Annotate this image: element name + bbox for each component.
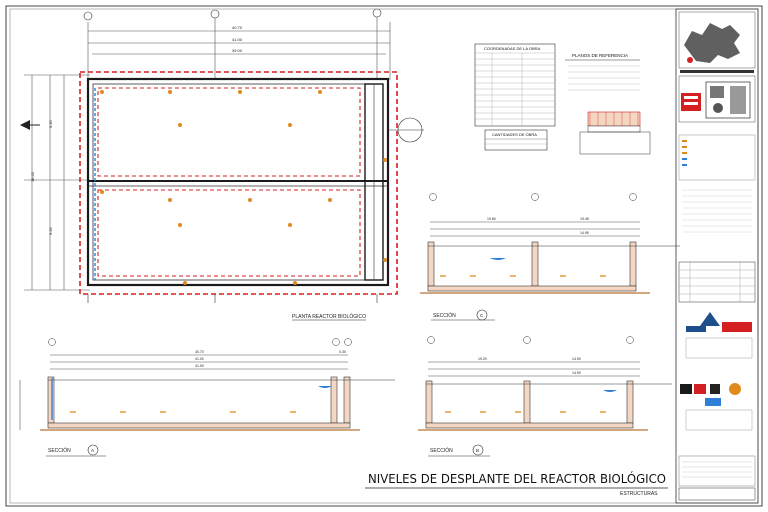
sec-a-letter: A: [91, 448, 94, 453]
section-a: 40.70 41.00 41.00 0.30 SECCIÓN A: [19, 338, 395, 457]
sec-b-dim-3: 14.90: [572, 371, 581, 375]
sec-c-letter: C: [480, 313, 484, 318]
discipline-label: ESTRUCTURAS: [620, 491, 658, 497]
sec-a-dim-2: 41.00: [195, 357, 204, 361]
dim-top-1: 40.70: [232, 25, 243, 30]
sheet-border: [5, 5, 763, 507]
coordinates-table: COORDENADAS DE LA OBRA: [474, 43, 556, 127]
sec-a-dim-1: 40.70: [195, 350, 204, 354]
dim-left-2: 18.45: [30, 171, 35, 182]
sec-c-dim-2: 19.45: [580, 217, 589, 221]
sec-b-letter: B: [476, 448, 479, 453]
wall-detail: [579, 111, 651, 155]
dim-left-1: 9.45: [48, 119, 53, 128]
plan-view: 40.70 41.00 39.00 9.45 18.45 9.45: [20, 8, 424, 321]
section-c: 19.60 19.45 14.95 SECCIÓN C: [420, 193, 680, 321]
sec-a-dim-4: 0.30: [339, 350, 346, 354]
references-table: PLANOS DE REFERENCIA: [565, 53, 640, 91]
quantities-table: CANTIDADES DE OBRA: [484, 129, 548, 151]
sec-c-dim-3: 14.95: [580, 231, 589, 235]
sec-a-dim-3: 41.00: [195, 364, 204, 368]
quantities-title: CANTIDADES DE OBRA: [492, 132, 537, 137]
main-title: NIVELES DE DESPLANTE DEL REACTOR BIOLÓGI…: [368, 471, 666, 486]
dim-top-2: 41.00: [232, 37, 243, 42]
plan-title: PLANTA REACTOR BIOLÓGICO: [292, 313, 366, 320]
dim-left-3: 9.45: [48, 226, 53, 235]
sec-b-label: SECCIÓN: [430, 447, 453, 454]
sec-b-dim-2: 14.90: [572, 357, 581, 361]
coordinates-title: COORDENADAS DE LA OBRA: [484, 46, 541, 51]
references-title: PLANOS DE REFERENCIA: [572, 53, 628, 58]
excavation-boundary: [79, 71, 398, 295]
section-b: 19.20 14.90 14.90 SECCIÓN B: [418, 336, 672, 457]
title-block-main: NIVELES DE DESPLANTE DEL REACTOR BIOLÓGI…: [365, 471, 668, 497]
title-column: [675, 8, 759, 504]
sec-c-label: SECCIÓN: [433, 312, 456, 319]
sec-b-dim-1: 19.20: [478, 357, 487, 361]
dim-top-3: 39.00: [232, 48, 243, 53]
sec-a-label: SECCIÓN: [48, 447, 71, 454]
sec-c-dim-1: 19.60: [487, 217, 496, 221]
